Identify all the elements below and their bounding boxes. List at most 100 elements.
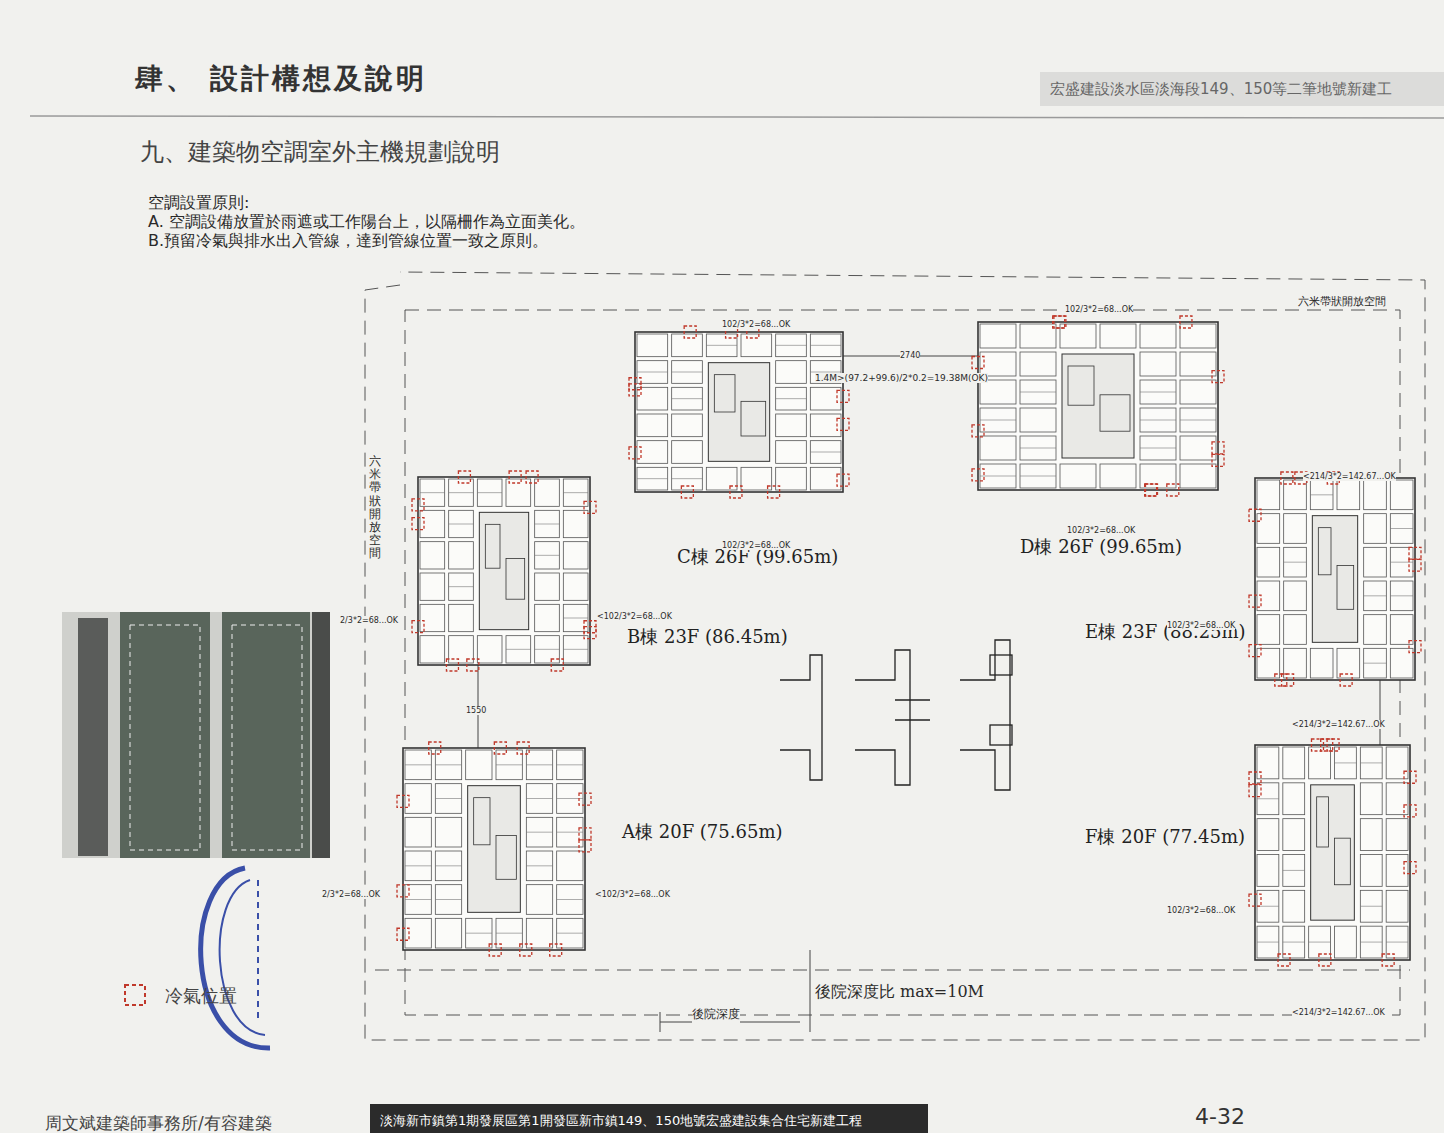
- text-anchor: 周文斌建築師事務所/有容建築: [45, 1112, 272, 1133]
- room-wall: [1257, 906, 1279, 907]
- plan-outline: [635, 332, 843, 492]
- room-wall: [1180, 420, 1216, 421]
- room-wall: [435, 865, 461, 866]
- text-anchor: A. 空調設備放置於雨遮或工作陽台上，以隔柵作為立面美化。: [148, 212, 585, 233]
- ac-unit-position: [1404, 805, 1416, 817]
- room: [535, 636, 560, 663]
- ac-check-note: <102/3*2=68...OK: [595, 890, 670, 899]
- room: [637, 361, 668, 384]
- room: [477, 636, 502, 663]
- room: [535, 479, 560, 506]
- room-wall: [1283, 870, 1305, 871]
- text-anchor: 1550: [466, 698, 486, 717]
- room: [535, 542, 560, 569]
- room-wall: [563, 492, 588, 493]
- rear-yard-note: 後院深度比 max=10M: [815, 982, 984, 1003]
- elevator: [1100, 395, 1130, 431]
- room: [435, 784, 461, 814]
- ac-check-note: <214/3*2=142.67...OK: [1292, 1008, 1385, 1017]
- header-band: [1040, 72, 1444, 106]
- dimension: 2740: [900, 351, 920, 360]
- room: [706, 334, 737, 357]
- room: [1360, 783, 1382, 815]
- wall-section-details: [780, 640, 1012, 790]
- room-wall: [535, 649, 560, 650]
- room: [1257, 480, 1280, 510]
- ac-check-note: <214/3*2=142.67...OK: [1292, 720, 1385, 729]
- ac-unit-position: [489, 944, 501, 956]
- ac-unit-position: [1054, 316, 1066, 328]
- building-floor-plan: [1249, 739, 1416, 966]
- room: [435, 817, 461, 847]
- site-boundary: [365, 272, 1425, 1040]
- ac-unit-position: [972, 357, 984, 369]
- ac-check-note: 102/3*2=68...OK: [1067, 526, 1135, 535]
- ac-unit-position: [1212, 371, 1224, 383]
- ac-unit-position: [526, 471, 538, 483]
- room: [1283, 926, 1305, 958]
- room: [1284, 581, 1307, 611]
- room: [1386, 783, 1408, 815]
- dimension: 1550: [466, 706, 486, 715]
- room: [466, 918, 492, 948]
- room-wall: [1257, 942, 1279, 943]
- text-anchor: 102/3*2=68...OK: [722, 533, 790, 552]
- room: [1257, 890, 1279, 922]
- room: [557, 885, 583, 915]
- ac-unit-position: [1249, 785, 1261, 797]
- ac-unit-position: [579, 840, 591, 852]
- room: [1310, 648, 1333, 678]
- building-floor-plan: [397, 742, 591, 956]
- room: [810, 441, 841, 464]
- room-wall: [1390, 595, 1413, 596]
- room-wall: [1364, 595, 1387, 596]
- room-wall: [526, 865, 552, 866]
- ac-check-note: <214/3*2=142.67...OK: [1303, 472, 1396, 481]
- room-wall: [672, 372, 703, 373]
- ac-unit-position: [1249, 645, 1261, 657]
- room: [980, 464, 1016, 488]
- room-wall: [557, 764, 583, 765]
- ac-unit-position: [1404, 771, 1416, 783]
- text-anchor: 宏盛建設淡水區淡海段149、150等二筆地號新建工: [1050, 79, 1392, 99]
- room: [449, 604, 474, 631]
- room-wall: [1360, 906, 1382, 907]
- text-anchor: 淡海新市鎮第1期發展區第1開發區新市鎮149、150地號宏盛建設集合住宅新建工程: [380, 1110, 862, 1130]
- room-wall: [449, 586, 474, 587]
- room-wall: [506, 649, 531, 650]
- room: [563, 573, 588, 600]
- header-project-name: 宏盛建設淡水區淡海段149、150等二筆地號新建工: [1050, 80, 1392, 99]
- room: [810, 334, 841, 357]
- room: [563, 510, 588, 537]
- room: [1360, 926, 1382, 958]
- ac-unit-position: [681, 486, 693, 498]
- room-wall: [1360, 942, 1382, 943]
- room-wall: [449, 524, 474, 525]
- ac-unit-position: [1145, 484, 1157, 496]
- elevator: [741, 401, 766, 436]
- ac-unit-position: [837, 474, 849, 486]
- room: [1257, 819, 1279, 851]
- room: [1284, 615, 1307, 645]
- ac-unit-position: [1212, 442, 1224, 454]
- room: [1337, 480, 1360, 510]
- stair: [1068, 366, 1094, 405]
- ac-unit-position: [517, 742, 529, 754]
- room-wall: [1284, 562, 1307, 563]
- text-anchor: 102/3*2=68...OK: [1067, 518, 1135, 537]
- text-anchor: <214/3*2=142.67...OK: [1292, 712, 1385, 731]
- room: [1364, 514, 1387, 544]
- ac-check-note: 2/3*2=68...OK: [340, 616, 398, 625]
- ac-unit-position: [397, 928, 409, 940]
- room: [637, 414, 668, 437]
- room: [1386, 747, 1408, 779]
- text-anchor: 後院深度比 max=10M: [815, 982, 984, 1003]
- ac-unit-position: [1180, 316, 1192, 328]
- room: [449, 479, 474, 506]
- ac-unit-position: [397, 795, 409, 807]
- header-rule: [30, 116, 1444, 118]
- text-anchor: 六米帶狀開放空間: [369, 455, 381, 561]
- room-wall: [535, 524, 560, 525]
- room-wall: [1257, 798, 1279, 799]
- open-space-label: 六米帶狀開放空間: [1298, 294, 1386, 309]
